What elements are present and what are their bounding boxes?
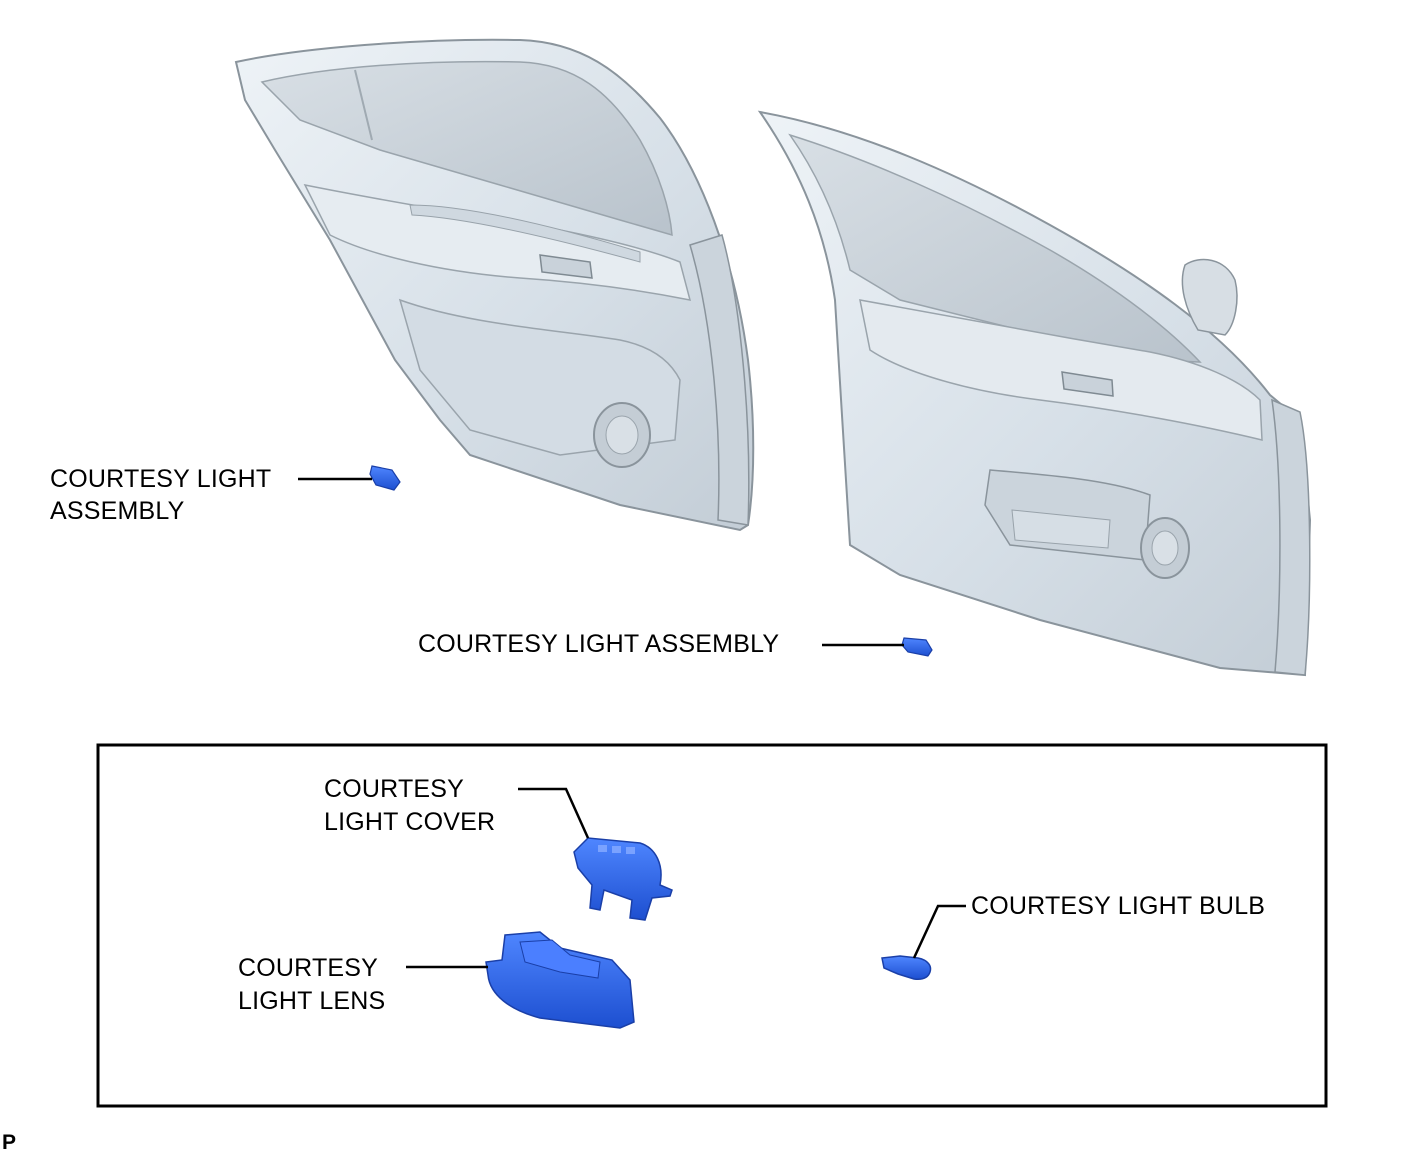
rear-door — [234, 38, 755, 532]
cover-label-line1: COURTESY — [324, 775, 465, 803]
courtesy-light-cover — [573, 837, 673, 921]
courtesy-light-bulb — [881, 955, 932, 980]
cover-leader — [518, 787, 590, 839]
rear-assembly-label-line1: COURTESY LIGHT — [50, 465, 272, 493]
detail-box — [96, 743, 1328, 1108]
lens-label-line1: COURTESY — [238, 954, 379, 982]
front-door — [757, 110, 1312, 677]
bulb-label: COURTESY LIGHT BULB — [971, 892, 1266, 920]
front-courtesy-light — [901, 637, 933, 657]
rear-assembly-label-line2: ASSEMBLY — [50, 497, 185, 525]
corner-mark: P — [2, 1131, 17, 1154]
lens-label-line2: LIGHT LENS — [238, 987, 386, 1015]
cover-label-line2: LIGHT COVER — [324, 808, 496, 836]
courtesy-light-lens — [485, 931, 635, 1029]
bulb-leader — [912, 904, 966, 959]
rear-courtesy-light — [369, 465, 401, 491]
front-assembly-label: COURTESY LIGHT ASSEMBLY — [418, 630, 780, 658]
